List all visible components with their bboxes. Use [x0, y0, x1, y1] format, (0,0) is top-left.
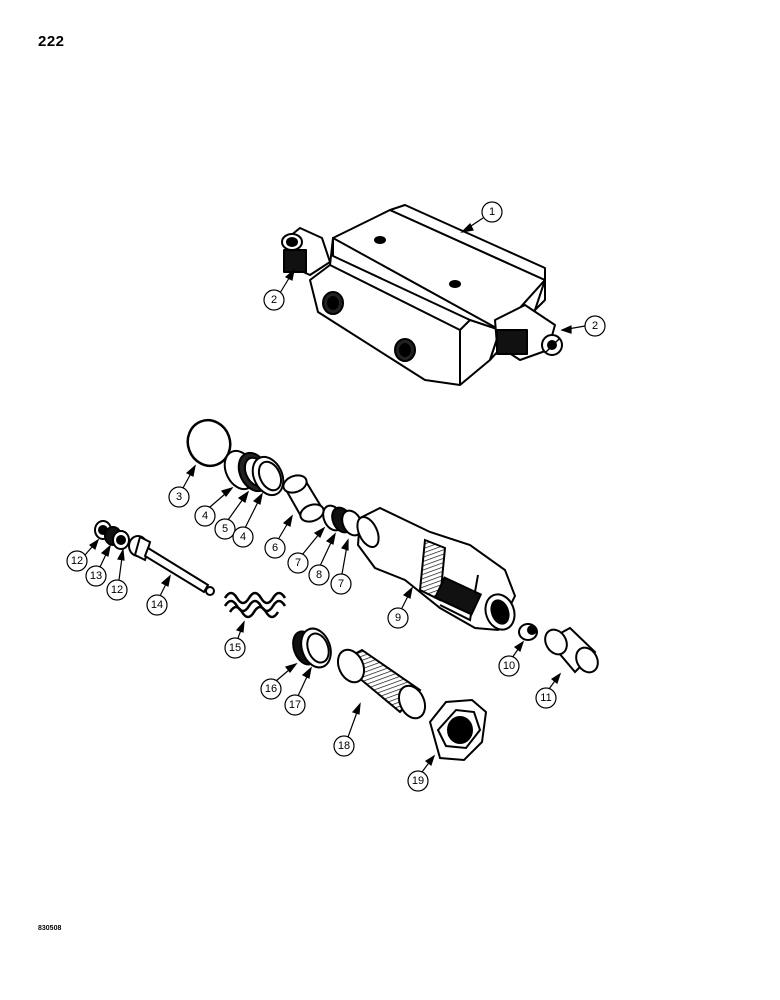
spool-pin	[128, 535, 215, 596]
svg-text:19: 19	[412, 775, 424, 787]
callout-16: 16	[260, 662, 298, 700]
callout-3: 3	[168, 464, 196, 508]
svg-text:4: 4	[202, 510, 208, 522]
svg-text:1: 1	[489, 206, 495, 218]
cap-sleeve	[544, 626, 599, 674]
callout-13: 13	[85, 544, 111, 587]
svg-text:17: 17	[289, 699, 301, 711]
retainer-ring	[292, 627, 332, 669]
callout-8: 8	[308, 532, 336, 586]
svg-text:11: 11	[540, 692, 551, 704]
washer-set	[94, 520, 130, 550]
callout-2-right: 2	[560, 315, 606, 337]
svg-text:4: 4	[240, 531, 246, 543]
svg-text:12: 12	[111, 584, 123, 596]
o-ring	[186, 418, 232, 468]
callout-7-left: 7	[287, 526, 326, 574]
callout-2-left: 2	[263, 268, 295, 311]
callout-18: 18	[333, 702, 361, 757]
svg-text:10: 10	[503, 660, 515, 672]
callout-9: 9	[387, 586, 413, 629]
svg-text:16: 16	[265, 683, 277, 695]
callout-7-right: 7	[330, 538, 352, 595]
callout-4-left: 4	[194, 486, 234, 527]
svg-text:12: 12	[71, 555, 83, 567]
callout-12-right: 12	[106, 548, 128, 601]
callout-1: 1	[460, 201, 503, 233]
svg-text:15: 15	[229, 642, 241, 654]
callout-12-left: 12	[66, 538, 100, 572]
svg-text:5: 5	[222, 523, 228, 535]
callout-15: 15	[224, 620, 246, 659]
seal-ring-set	[223, 449, 285, 497]
spool-housing	[356, 506, 517, 632]
svg-text:18: 18	[338, 740, 350, 752]
callout-17: 17	[284, 666, 312, 716]
threaded-plug	[336, 648, 427, 720]
svg-text:2: 2	[592, 320, 598, 332]
svg-text:3: 3	[176, 491, 182, 503]
svg-text:8: 8	[316, 569, 322, 581]
callout-5: 5	[214, 490, 250, 540]
svg-text:2: 2	[271, 294, 277, 306]
spring	[223, 591, 287, 619]
figure-code: 830508	[38, 925, 62, 932]
valve-body	[281, 204, 563, 386]
svg-text:13: 13	[90, 570, 102, 582]
page-number: 222	[38, 33, 65, 50]
svg-text:7: 7	[338, 578, 344, 590]
callout-10: 10	[498, 640, 525, 677]
callout-11: 11	[535, 672, 562, 709]
hex-nut	[428, 698, 488, 762]
svg-text:6: 6	[272, 542, 278, 554]
callout-6: 6	[264, 514, 293, 559]
callout-4-right: 4	[232, 492, 263, 548]
svg-text:7: 7	[295, 557, 301, 569]
check-ball	[518, 623, 538, 641]
callout-19: 19	[407, 754, 436, 792]
svg-text:14: 14	[151, 599, 163, 611]
sleeve	[282, 474, 325, 523]
callout-14: 14	[146, 574, 171, 616]
svg-text:9: 9	[395, 612, 401, 624]
